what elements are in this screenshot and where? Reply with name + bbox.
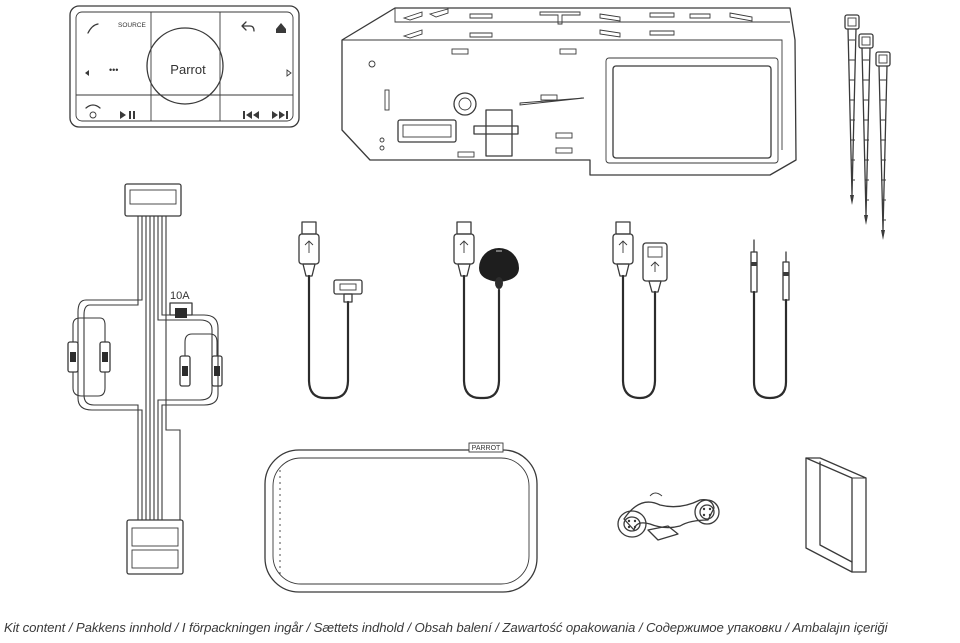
arrow-right-icon bbox=[286, 69, 292, 77]
rca-connectors-right bbox=[179, 333, 223, 387]
info-icon bbox=[89, 111, 97, 119]
headset-earpiece bbox=[617, 492, 720, 541]
next-track-icon bbox=[272, 111, 288, 119]
kit-content-illustration: SOURCE Parrot ••• bbox=[67, 5, 891, 593]
cable-ties bbox=[844, 14, 891, 240]
head-unit bbox=[341, 7, 797, 176]
pouch-brand-tag: PARROT bbox=[472, 445, 501, 452]
usb-extension-cable bbox=[612, 221, 668, 400]
phone-icon bbox=[87, 23, 99, 34]
mounting-frame bbox=[805, 457, 867, 573]
hangup-icon bbox=[85, 104, 101, 109]
caption-kit-content: Kit content / Pakkens innhold / I förpac… bbox=[4, 620, 888, 635]
jack-audio-cable bbox=[750, 239, 790, 400]
previous-track-icon bbox=[243, 111, 259, 119]
back-arrow-icon bbox=[241, 21, 255, 32]
home-icon bbox=[276, 23, 286, 33]
arrow-left-icon bbox=[85, 70, 89, 76]
iso-wiring-harness: 10A bbox=[67, 183, 223, 575]
usb-ipod-cable bbox=[298, 221, 363, 400]
rca-connectors-left bbox=[67, 317, 111, 397]
usb-microphone-cable bbox=[453, 221, 519, 400]
remote-control: SOURCE Parrot ••• bbox=[69, 5, 300, 128]
more-dots: ••• bbox=[109, 65, 118, 75]
fuse-label: 10A bbox=[170, 290, 190, 302]
play-pause-icon bbox=[120, 111, 135, 119]
source-label: SOURCE bbox=[118, 22, 146, 29]
storage-pouch: PARROT bbox=[264, 442, 538, 593]
brand-logo: Parrot bbox=[170, 62, 206, 77]
